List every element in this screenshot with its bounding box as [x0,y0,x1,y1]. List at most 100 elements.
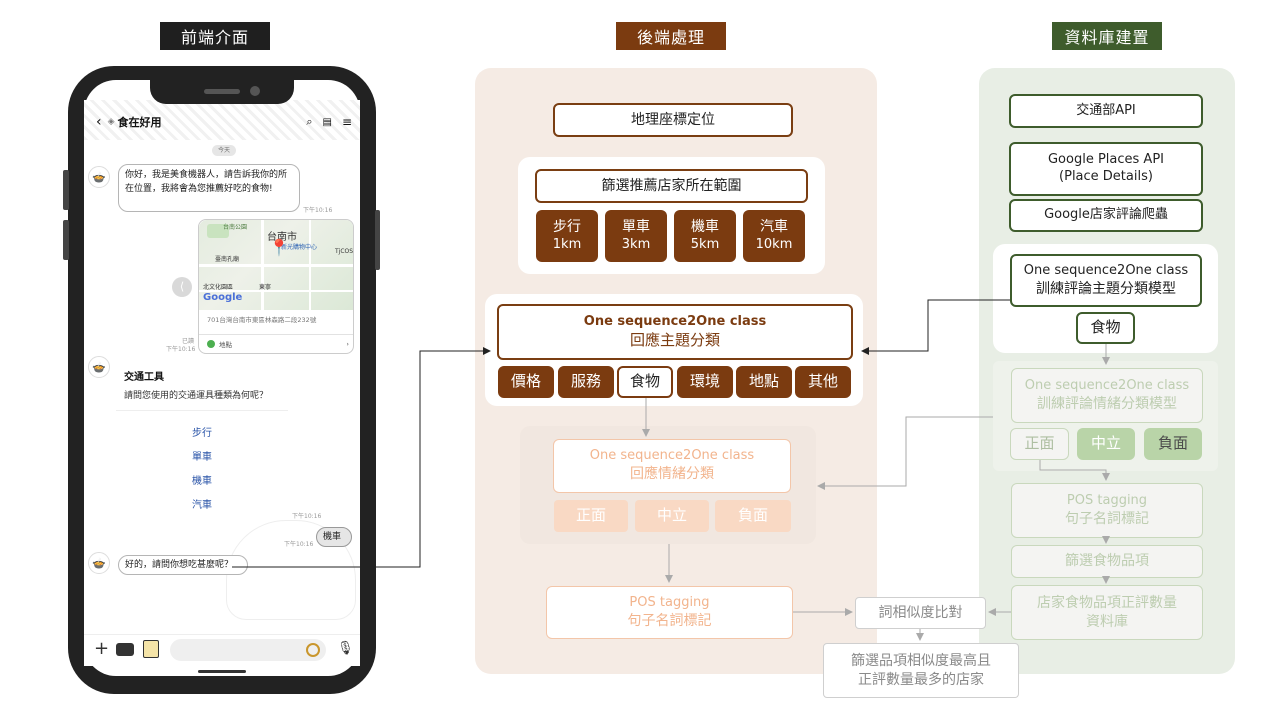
review-crawler-box: Google店家評論爬蟲 [1009,199,1203,232]
food-tag-box: 食物 [1076,312,1135,344]
phone-side-button [63,220,69,260]
food-item-filter-box: 篩選食物品項 [1011,545,1203,578]
bot-avatar: 🍲 [88,166,110,188]
positive-review-db-box: 店家食物品項正評數量 資料庫 [1011,585,1203,640]
option-bicycle[interactable]: 單車 [192,452,212,463]
location-icon [207,340,215,348]
map-label-tjcos: TjCOS [335,248,354,255]
phone-power-button [375,210,380,270]
bot-followup-bubble: 好的，請問你想吃甚麼呢？ [118,555,248,575]
share-icon: ⟨ [179,280,185,293]
emotion-classifier-box: One sequence2One class 回應情緒分類 [553,439,791,493]
arrow-positive-to-pos [1039,460,1110,481]
phone-camera [250,86,260,96]
user-reply-bubble: 機車 [316,527,352,547]
card-divider [199,334,353,335]
emotion-neutral: 中立 [635,500,709,532]
topic-classifier-box: One sequence2One class 回應主題分類 [497,304,853,360]
arrow-emotion-model-to-classifier [817,416,993,490]
transport-question: 請問您使用的交通運具種類為何呢？ [124,391,269,401]
map-link-label: 地點 [219,341,232,349]
google-logo: Google [203,292,243,303]
google-places-box: Google Places API (Place Details) [1009,142,1203,196]
option-motorcycle[interactable]: 機車 [192,476,212,487]
phone-side-button [63,170,69,210]
backend-header: 後端處理 [616,22,726,50]
option-car[interactable]: 汽車 [192,500,212,511]
map-image[interactable]: 台南公園 台南市 新光購物中心 臺南孔廟 北文化園區 東寧 TjCOS 📍 Go… [199,220,354,310]
message-input[interactable] [170,639,326,661]
map-park [207,224,229,238]
map-link-row[interactable]: 地點 › [207,338,349,350]
bot-greeting-bubble: 你好，我是美食機器人，請告訴我你的所在位置，我將會為您推薦好吃的食物! [118,164,300,212]
topic-environment: 環境 [677,366,733,398]
result-box: 篩選品項相似度最高且 正評數量最多的店家 [823,643,1019,698]
chat-title: 食在好用 [117,116,162,129]
option-walk[interactable]: 步行 [192,428,212,439]
map-label-culture: 北文化園區 [203,284,234,291]
map-address: 701台灣台南市東區林森路二段232號 [207,316,317,324]
database-header: 資料庫建置 [1052,22,1162,50]
map-road [261,220,264,310]
topic-other: 其他 [795,366,851,398]
db-emotion-negative: 負面 [1144,428,1202,460]
transport-api-box: 交通部API [1009,94,1203,128]
emotion-negative: 負面 [715,500,791,532]
topic-service: 服務 [558,366,614,398]
message-time: 下午10:16 [292,513,322,520]
map-label-city: 台南市 [267,232,297,243]
map-road [199,290,353,292]
options-divider [116,410,288,411]
geo-locate-box: 地理座標定位 [553,103,793,137]
map-label-park: 台南公園 [223,224,248,231]
message-time: 下午10:16 [284,541,314,548]
db-emotion-positive: 正面 [1010,428,1069,460]
map-label-mall: 新光購物中心 [281,244,318,251]
similarity-box: 詞相似度比對 [855,597,986,629]
camera-icon[interactable] [116,643,134,656]
transport-title: 交通工具 [124,372,164,383]
emotion-model-box: One sequence2One class 訓練評論情緒分類模型 [1011,368,1203,423]
db-pos-tagging-box: POS tagging 句子名詞標記 [1011,483,1203,538]
plus-icon[interactable]: + [94,638,110,659]
frontend-header: 前端介面 [160,22,270,50]
map-pin-icon: 📍 [269,238,289,257]
search-icon[interactable]: ⌕ [306,115,313,128]
message-time: 下午10:16 [166,346,196,353]
menu-icon[interactable]: ≡ [341,115,352,129]
phone-speaker [204,89,240,94]
bot-avatar: 🍲 [88,552,110,574]
backend-pos-tagging-box: POS tagging 句子名詞標記 [546,586,793,639]
db-emotion-neutral: 中立 [1077,428,1135,460]
microphone-icon[interactable]: 🎙 [337,641,354,656]
shield-icon: ◈ [107,117,115,127]
topic-price: 價格 [498,366,554,398]
filter-range-box: 篩選推薦店家所在範圍 [535,169,808,203]
bot-avatar: 🍲 [88,356,110,378]
share-button[interactable]: ⟨ [172,277,192,297]
map-label-temple: 臺南孔廟 [215,256,240,263]
chat-doodle-background [84,100,360,140]
topic-food: 食物 [617,366,673,398]
home-indicator [198,670,246,673]
arrow-model-to-topic [861,299,1010,355]
image-icon[interactable] [143,640,159,658]
map-road [199,264,353,267]
chat-header: ‹ ◈ 食在好用 ⌕ ▤ ≡ [96,112,352,132]
read-receipt: 已讀 [182,338,195,345]
topic-model-box: One sequence2One class 訓練評論主題分類模型 [1010,254,1202,307]
back-arrow-icon[interactable]: ‹ [96,114,102,130]
map-label-dongning: 東寧 [259,284,272,291]
notes-icon[interactable]: ▤ [322,116,332,128]
date-pill: 今天 [212,145,236,156]
emotion-positive: 正面 [554,500,628,532]
message-time: 下午10:16 [303,207,333,214]
chevron-right-icon: › [346,340,349,348]
map-road [309,220,311,310]
emoji-icon[interactable] [306,643,320,657]
location-card[interactable]: 台南公園 台南市 新光購物中心 臺南孔廟 北文化園區 東寧 TjCOS 📍 Go… [198,219,354,354]
